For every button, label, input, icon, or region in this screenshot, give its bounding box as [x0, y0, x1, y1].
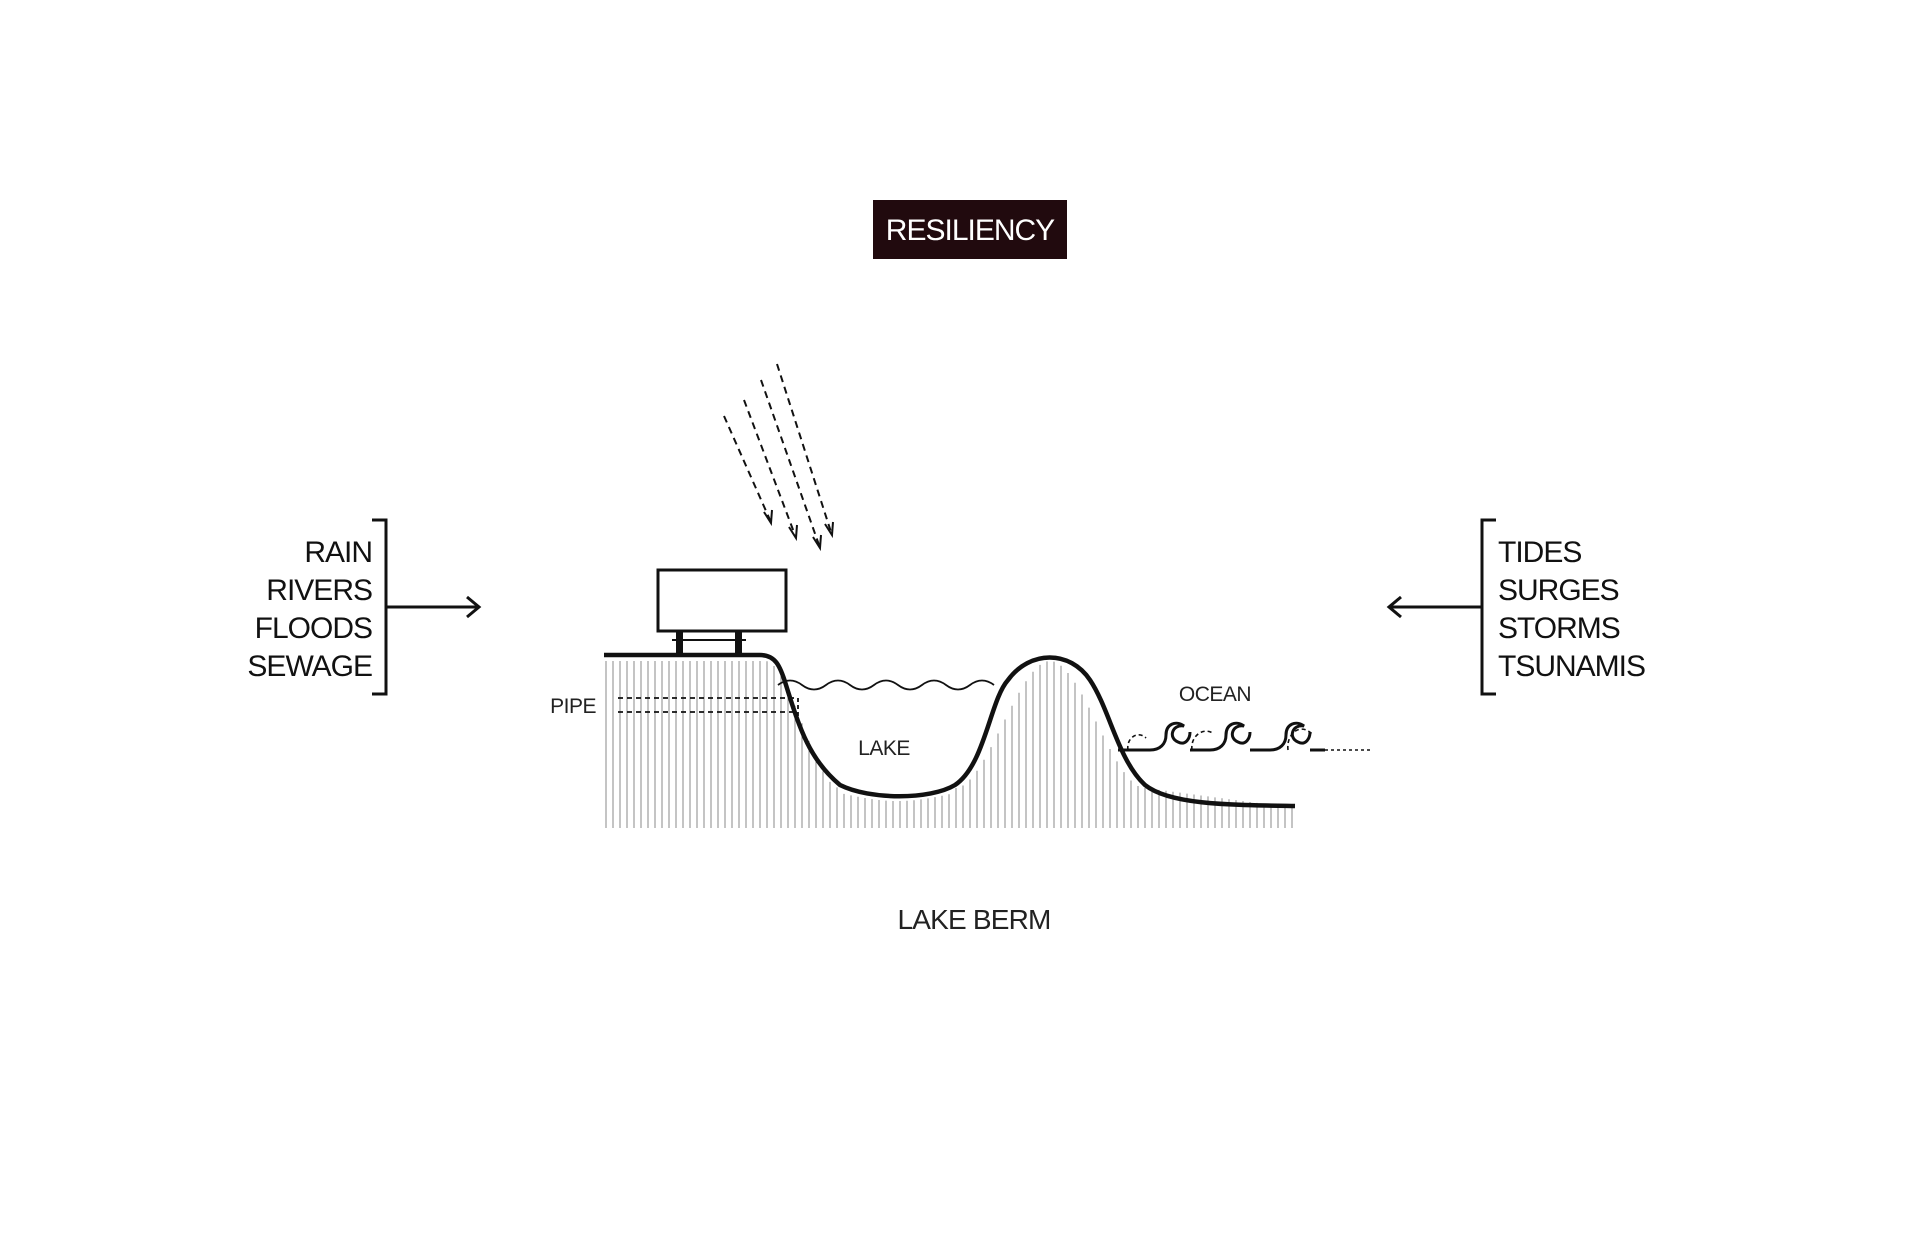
terrain-profile	[604, 652, 1296, 809]
right-bracket	[1480, 518, 1496, 696]
ocean-waves	[1118, 721, 1325, 752]
right-list-item: STORMS	[1498, 612, 1620, 645]
building-box	[656, 568, 788, 633]
building-leg	[676, 631, 683, 655]
left-arrow	[386, 595, 482, 619]
right-list-item: TIDES	[1498, 536, 1581, 569]
ocean-waves-dashed	[1127, 728, 1313, 751]
left-threat-list: RAIN RIVERS FLOODS SEWAGE	[247, 536, 373, 683]
right-list-item: SURGES	[1498, 574, 1619, 607]
right-arrow	[1386, 595, 1482, 619]
title-background	[873, 200, 1067, 259]
title-box: RESILIENCY	[873, 200, 1067, 259]
pipe-label: PIPE	[550, 695, 596, 718]
building	[656, 568, 788, 655]
left-list-item: RAIN	[304, 536, 372, 569]
building-leg	[735, 631, 742, 655]
right-threat-list: TIDES SURGES STORMS TSUNAMIS	[1498, 536, 1646, 683]
pipe	[618, 697, 799, 718]
left-list-item: RIVERS	[266, 574, 372, 607]
lake-label: LAKE	[858, 737, 910, 760]
left-list-item: FLOODS	[255, 612, 372, 645]
lake-surface	[777, 679, 995, 691]
left-list-item: SEWAGE	[247, 650, 372, 683]
left-bracket	[372, 518, 388, 696]
right-list-item: TSUNAMIS	[1498, 650, 1645, 683]
title-text: RESILIENCY	[886, 214, 1055, 247]
diagram-caption: LAKE BERM	[897, 904, 1050, 935]
ocean-label: OCEAN	[1179, 683, 1251, 706]
ground-hatching	[605, 661, 1293, 828]
rain-arrows	[723, 363, 834, 552]
